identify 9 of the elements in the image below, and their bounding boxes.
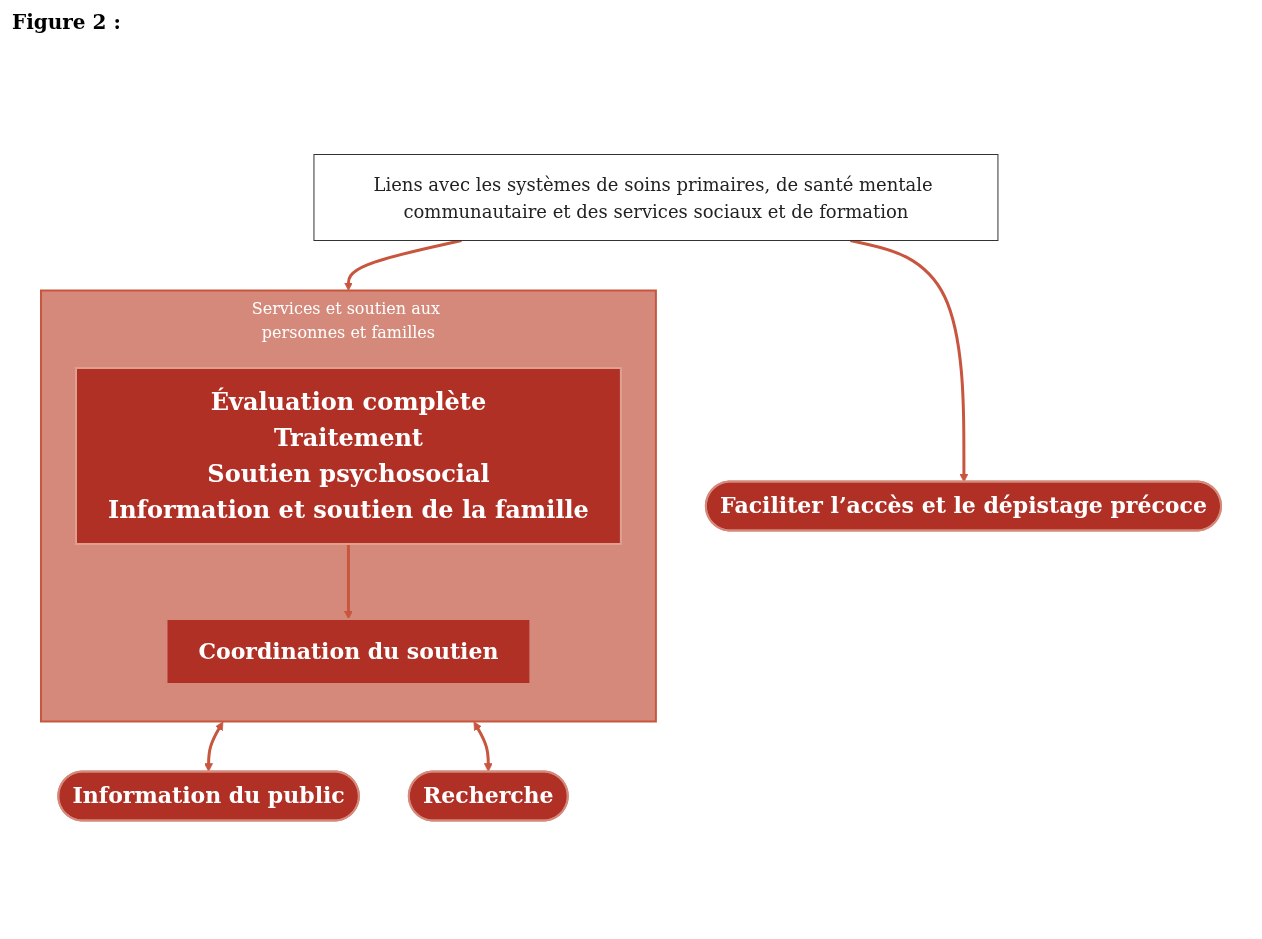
node-box: Liens avec les systèmes de soins primaires, de santé mentale communautaire et des services sociaux et de formation (313, 154, 999, 241)
figure-title: Figure 2 : (12, 10, 121, 34)
node-box: Coordination du soutien (165, 618, 532, 685)
arrow (344, 544, 353, 620)
arrow (850, 239, 969, 483)
node-box: Évaluation complète Traitement Soutien psychosocial Information et soutien de la famille (75, 367, 622, 545)
arrow (473, 721, 493, 772)
arrow (204, 721, 224, 772)
arrow (344, 239, 462, 291)
